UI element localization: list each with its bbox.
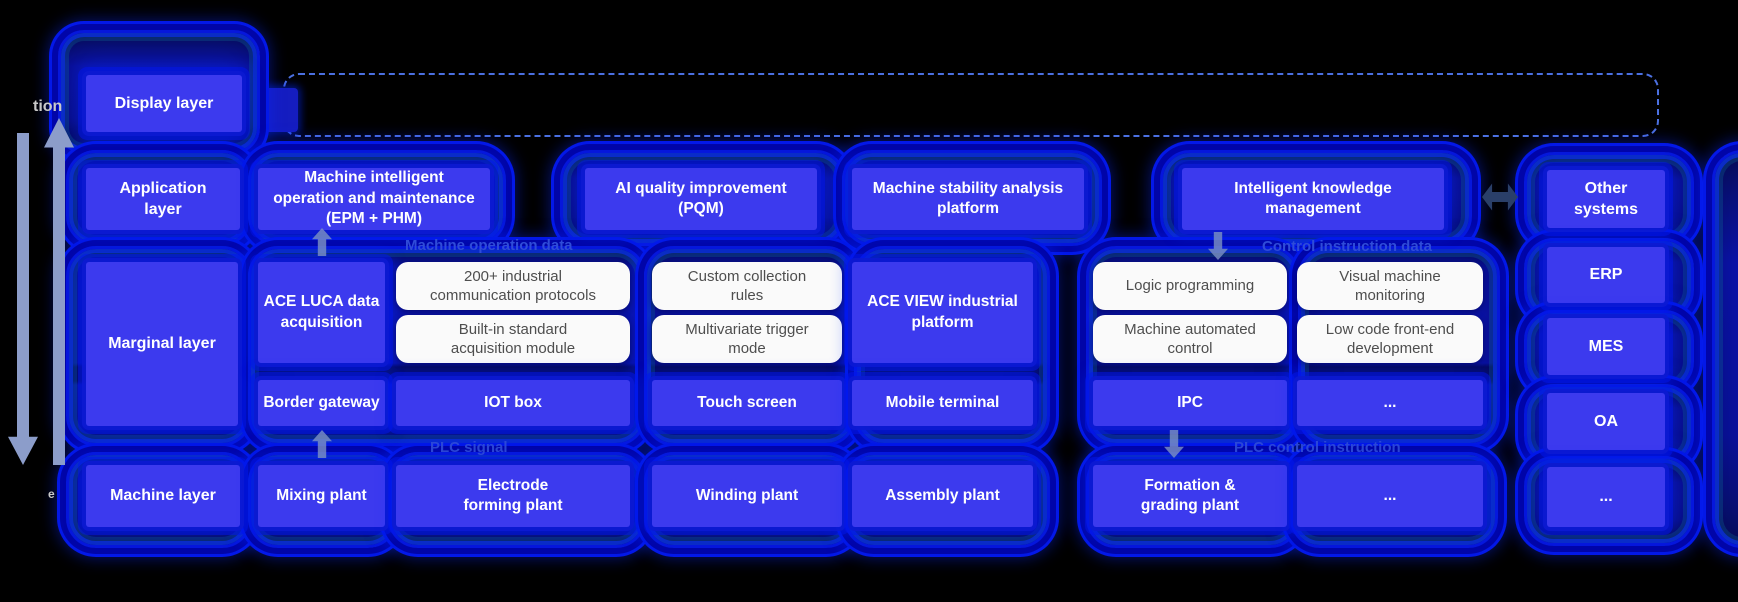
app-box-knowledge-management: Intelligent knowledge management	[1182, 168, 1444, 230]
device-box-ipc: IPC	[1093, 380, 1287, 426]
white-box-builtin-module: Built-in standard acquisition module	[396, 315, 630, 363]
machine-box-electrode: Electrode forming plant	[396, 465, 630, 527]
app-box-epm-phm: Machine intelligent operation and mainte…	[258, 168, 490, 230]
flow-label-control-instruction-data: Control instruction data	[1262, 238, 1432, 255]
flow-label-plc-control-instruction: PLC control instruction	[1234, 439, 1401, 456]
device-box-more: ...	[1297, 380, 1483, 426]
cutoff-text-fragment: e	[48, 487, 55, 501]
layer-box-marginal: Marginal layer	[86, 262, 238, 426]
marginal-box-ace-view: ACE VIEW industrial platform	[852, 262, 1033, 363]
right-box-mes: MES	[1547, 318, 1665, 375]
device-box-iot: IOT box	[396, 380, 630, 426]
right-box-more: ...	[1547, 467, 1665, 527]
machine-box-more: ...	[1297, 465, 1483, 527]
layer-box-display: Display layer	[86, 75, 242, 132]
display-band-connector	[262, 88, 298, 132]
white-box-visual-monitoring: Visual machine monitoring	[1297, 262, 1483, 310]
app-box-pqm: AI quality improvement (PQM)	[585, 168, 817, 230]
app-box-stability-platform: Machine stability analysis platform	[852, 168, 1084, 230]
flow-label-machine-operation-data: Machine operation data	[405, 237, 573, 254]
cutoff-text-fragment: tion	[33, 98, 63, 115]
arrow-down-icon	[8, 133, 38, 465]
right-box-oa: OA	[1547, 393, 1665, 450]
cutoff-container-edge	[1712, 150, 1738, 548]
double-arrow-icon	[1482, 183, 1518, 211]
right-box-erp: ERP	[1547, 247, 1665, 303]
white-box-custom-rules: Custom collection rules	[652, 262, 842, 310]
white-box-multivariate-trigger: Multivariate trigger mode	[652, 315, 842, 363]
machine-box-mixing: Mixing plant	[258, 465, 385, 527]
right-box-other-systems: Other systems	[1547, 170, 1665, 228]
white-box-logic-programming: Logic programming	[1093, 262, 1287, 310]
machine-box-winding: Winding plant	[652, 465, 842, 527]
marginal-box-ace-luca: ACE LUCA data acquisition	[258, 262, 385, 363]
white-box-machine-automated: Machine automated control	[1093, 315, 1287, 363]
display-band-dashed-border	[283, 73, 1659, 137]
device-box-border-gateway: Border gateway	[258, 380, 385, 426]
device-box-mobile-terminal: Mobile terminal	[852, 380, 1033, 426]
white-box-protocols: 200+ industrial communication protocols	[396, 262, 630, 310]
layer-box-machine: Machine layer	[86, 465, 240, 527]
device-box-touch-screen: Touch screen	[652, 380, 842, 426]
machine-box-assembly: Assembly plant	[852, 465, 1033, 527]
white-box-low-code: Low code front-end development	[1297, 315, 1483, 363]
flow-label-plc-signal: PLC signal	[430, 439, 508, 456]
layer-box-application: Application layer	[86, 168, 240, 230]
machine-box-formation: Formation & grading plant	[1093, 465, 1287, 527]
